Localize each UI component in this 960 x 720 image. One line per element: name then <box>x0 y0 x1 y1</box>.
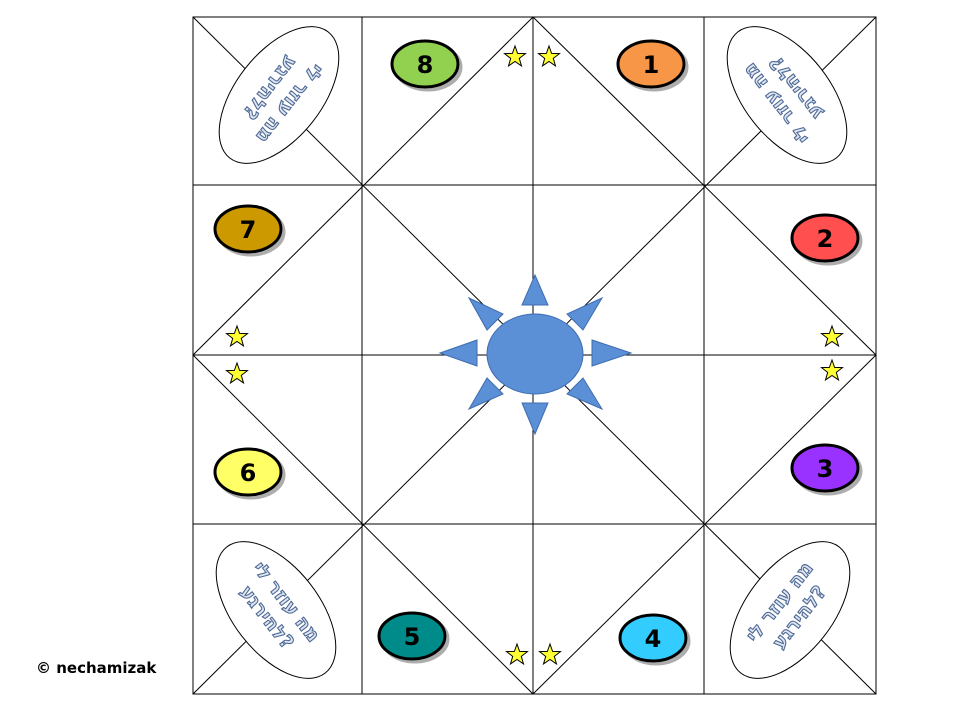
oval-top-left: מה עוזר לי להירגע? <box>218 26 340 164</box>
badge-oval <box>390 39 460 89</box>
fold-diamond <box>532 16 877 356</box>
fold-diamond <box>532 354 877 695</box>
badge-oval <box>790 443 860 493</box>
copyright-text: © nechamizak <box>36 659 157 677</box>
badge-number: 6 <box>240 459 257 487</box>
number-badge-8[interactable]: 8 <box>390 39 460 89</box>
number-badge-5[interactable]: 5 <box>377 611 447 661</box>
badge-oval <box>618 613 688 663</box>
badge-number: 3 <box>817 455 834 483</box>
badge-number: 8 <box>417 51 434 79</box>
badge-number: 1 <box>643 51 660 79</box>
badge-number: 7 <box>240 216 257 244</box>
sun-icon <box>438 273 633 436</box>
number-badge-7[interactable]: 7 <box>213 204 283 254</box>
badge-oval <box>377 611 447 661</box>
number-badge-2[interactable]: 2 <box>790 213 860 263</box>
number-badge-4[interactable]: 4 <box>618 613 688 663</box>
badge-number: 4 <box>645 625 662 653</box>
star-icon <box>820 358 844 382</box>
star-icon <box>505 642 529 666</box>
badge-oval <box>213 204 283 254</box>
badge-number: 5 <box>404 623 421 651</box>
star-icon <box>538 642 562 666</box>
oval-bottom-right: מה עוזר לי להירגע? <box>729 541 851 679</box>
badge-number: 2 <box>817 225 834 253</box>
badge-oval <box>213 447 283 497</box>
fold-diamond <box>192 354 534 695</box>
star-icon <box>225 324 249 348</box>
number-badge-3[interactable]: 3 <box>790 443 860 493</box>
star-icon <box>537 44 561 68</box>
badge-oval <box>790 213 860 263</box>
star-icon <box>503 44 527 68</box>
fold-diamond <box>192 16 534 356</box>
star-icon <box>820 324 844 348</box>
badge-oval <box>616 39 686 89</box>
oval-top-right: מה עוזר לי להירגע? <box>726 26 848 164</box>
number-badge-6[interactable]: 6 <box>213 447 283 497</box>
stars <box>225 44 844 666</box>
number-badge-1[interactable]: 1 <box>616 39 686 89</box>
star-icon <box>225 361 249 385</box>
oval-bottom-left: מה עוזר לי להירגע? <box>215 541 337 679</box>
